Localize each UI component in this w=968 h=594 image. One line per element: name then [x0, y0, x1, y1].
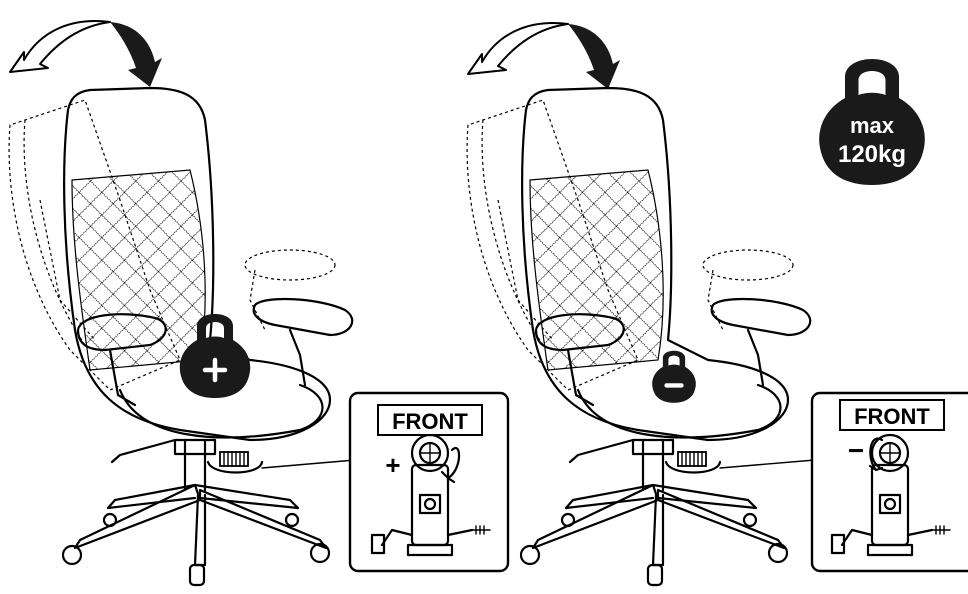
front-label: FRONT — [854, 404, 930, 429]
inset-box: FRONT − — [810, 391, 968, 573]
panel-decrease: FRONT − — [465, 22, 968, 587]
plus-sign: + — [385, 450, 400, 480]
kettlebell-minus-icon — [652, 350, 696, 403]
tilt-arrow-icon — [467, 22, 621, 91]
minus-sign: − — [848, 435, 864, 466]
inset-box: FRONT + — [348, 391, 510, 573]
weight-label: 120kg — [838, 141, 906, 168]
front-label: FRONT — [392, 409, 468, 434]
max-label: max — [850, 113, 895, 138]
chair-illustration — [7, 86, 354, 587]
kettlebell-plus-icon — [179, 314, 251, 398]
callout-line — [261, 459, 356, 469]
tilt-arrow-icon — [9, 20, 163, 89]
panel-increase: FRONT + — [7, 20, 510, 587]
chair-illustration — [465, 86, 812, 587]
rotation-arrow-icon — [440, 446, 461, 484]
rotation-arrow-icon — [868, 437, 884, 472]
callout-line — [719, 459, 816, 469]
